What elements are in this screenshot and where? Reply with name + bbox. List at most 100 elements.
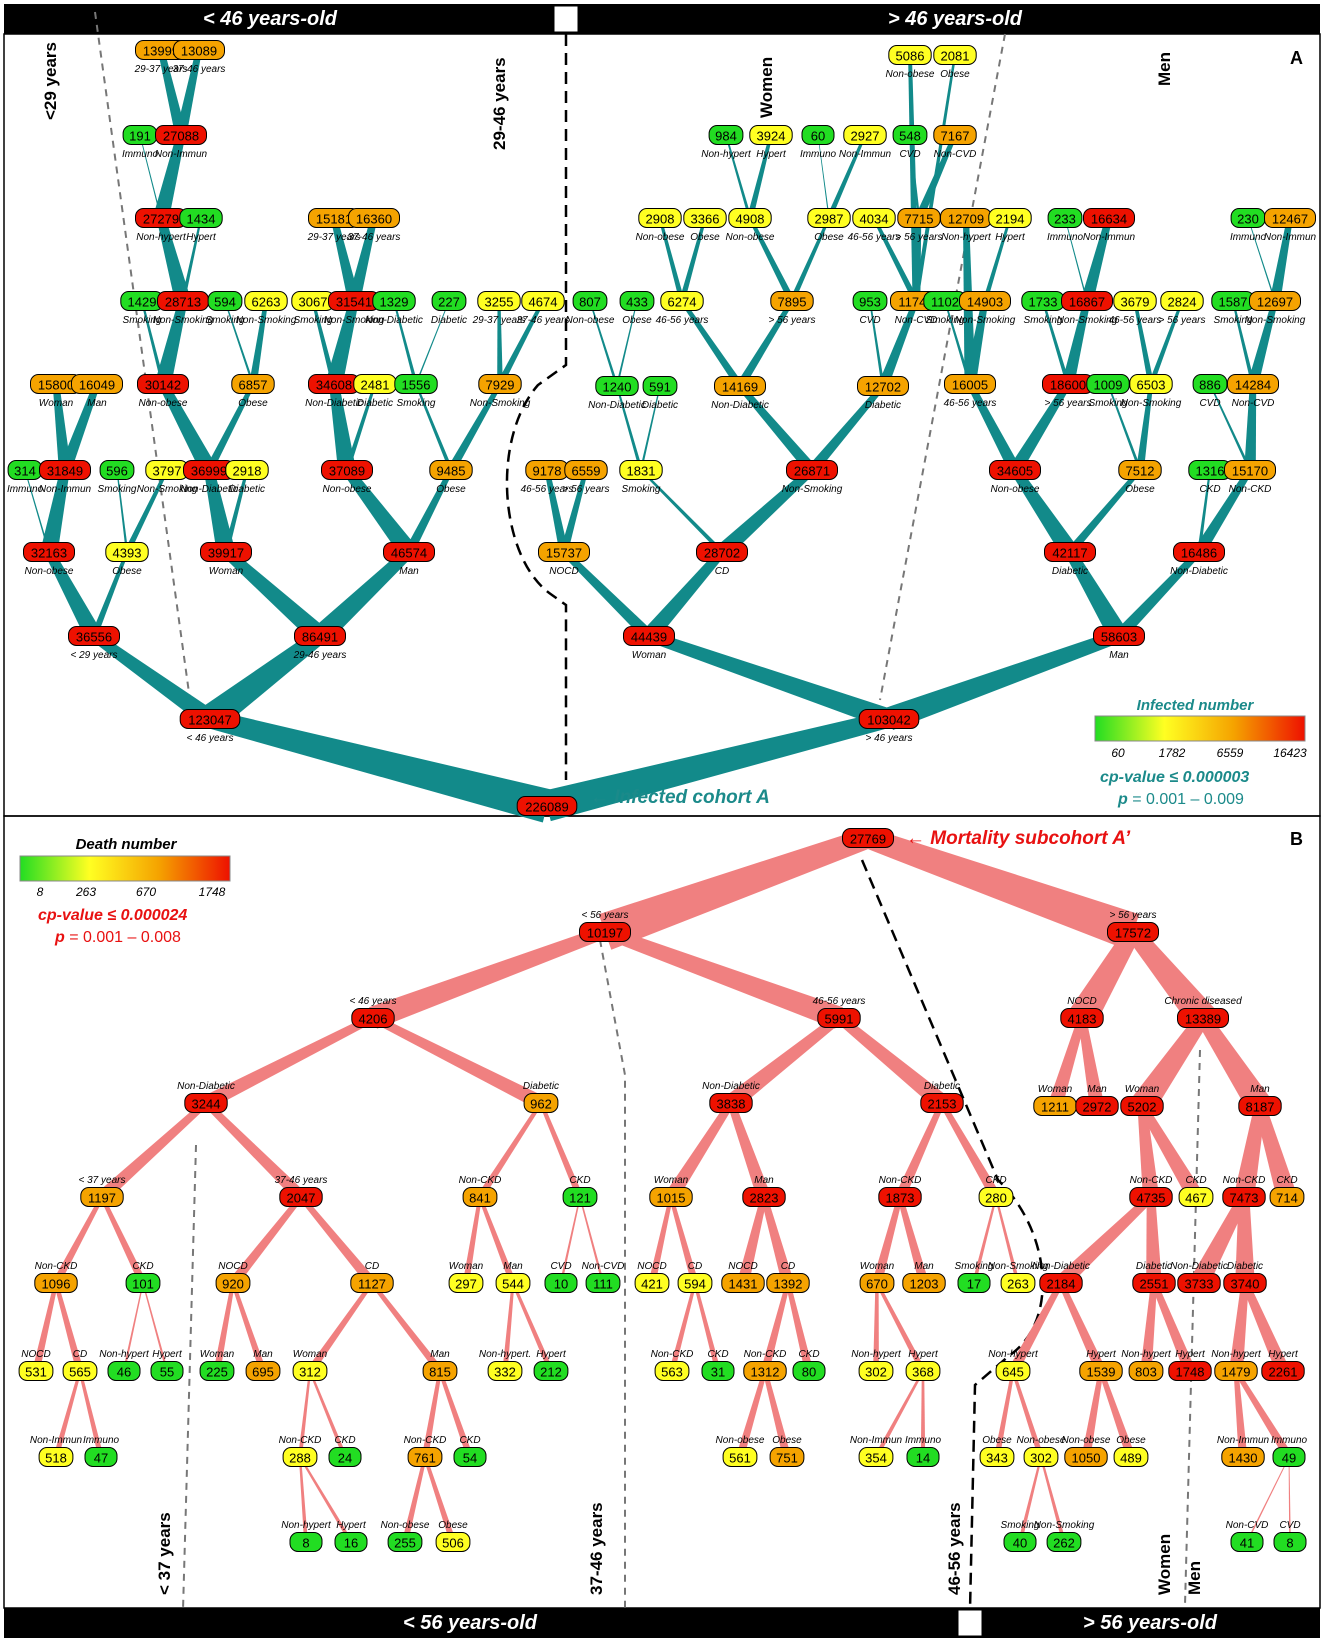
node-label: Smoking: [294, 315, 333, 326]
node-box: [137, 374, 189, 394]
node-value: 548: [899, 129, 921, 144]
node-value: 36999: [191, 464, 227, 479]
separator-37: [182, 1144, 197, 1611]
label-29-46: 29-46 years: [490, 57, 509, 150]
node-label: Man: [1109, 650, 1129, 661]
node-value: 4393: [113, 546, 142, 561]
tree-link: [885, 629, 1122, 730]
node-value: 49: [1282, 1451, 1296, 1466]
node-box: [888, 45, 932, 65]
tree-link: [1058, 1281, 1106, 1374]
tree-link: [1066, 468, 1142, 555]
node-box: [696, 542, 748, 562]
node-value: 594: [684, 1277, 706, 1292]
node-box: [766, 1273, 810, 1293]
node-value: 886: [1199, 378, 1221, 393]
node-box: [1173, 542, 1225, 562]
node-value: 3067: [299, 295, 328, 310]
node-label: Man: [1087, 1084, 1107, 1095]
node-value: 2261: [1269, 1365, 1298, 1380]
node-label: < 56 years: [582, 910, 629, 921]
node-value: 1203: [910, 1277, 939, 1292]
node-label: CD: [715, 566, 729, 577]
node-label: NOCD: [21, 1349, 50, 1360]
tree-link: [306, 1281, 374, 1374]
node-box: [1227, 374, 1279, 394]
legend-death-bar: [19, 855, 231, 882]
tree-link: [1041, 300, 1070, 385]
node-label: Man: [430, 1349, 450, 1360]
node-box: [431, 291, 467, 311]
node-label: Non-obese: [1017, 1435, 1066, 1446]
node-label: > 56 years: [1159, 315, 1206, 326]
node-box: [1120, 1096, 1164, 1116]
node-label: Diabetic: [229, 484, 265, 495]
node-box: [407, 1447, 443, 1467]
node-label: 37-46 years: [275, 1175, 328, 1186]
tree-link: [909, 134, 921, 219]
tree-link: [298, 1195, 376, 1287]
node-value: 3838: [717, 1097, 746, 1112]
node-value: 1733: [1029, 295, 1058, 310]
node-value: 1096: [42, 1277, 71, 1292]
node-value: 16634: [1091, 212, 1127, 227]
node-box: [99, 460, 135, 480]
node-label: Hypert: [152, 1349, 183, 1360]
node-box: [786, 460, 838, 480]
node-label: Smoking: [1001, 1520, 1040, 1531]
tree-link: [1009, 382, 1072, 474]
node-value: 297: [455, 1277, 477, 1292]
node-value: 2047: [287, 1191, 316, 1206]
node-value: 761: [414, 1451, 436, 1466]
tree-link: [539, 1102, 584, 1199]
node-value: 314: [14, 464, 36, 479]
node-value: 58603: [1101, 630, 1137, 645]
legend-death-tick-3: 1748: [199, 885, 226, 899]
cohort-a-title: ← Infected cohort A: [590, 787, 770, 808]
tree-link: [1065, 549, 1128, 641]
node-value: 332: [494, 1365, 516, 1380]
node-box: [155, 125, 207, 145]
node-box: [1000, 1273, 1036, 1293]
node-label: 46-56 years: [848, 232, 901, 243]
node-value: 6263: [252, 295, 281, 310]
node-box: [638, 208, 682, 228]
tree-link: [561, 549, 654, 641]
node-value: 46574: [391, 546, 427, 561]
tree-link: [1197, 469, 1211, 553]
node-label: Immuno: [83, 1435, 120, 1446]
tree-link: [579, 1196, 605, 1284]
node-box: [1177, 1008, 1229, 1028]
node-label: 29-46 years: [293, 650, 347, 661]
node-box: [649, 1187, 693, 1207]
tree-link: [370, 1281, 443, 1374]
tree-link: [205, 383, 255, 472]
node-box: [538, 542, 590, 562]
node-value: 39917: [208, 546, 244, 561]
node-label: Non-Diabetic: [365, 315, 423, 326]
tree-link: [602, 926, 843, 1029]
tree-link: [737, 383, 817, 474]
node-value: 14903: [967, 295, 1003, 310]
tree-link: [1244, 383, 1257, 471]
tree-link: [747, 134, 773, 219]
node-value: 2823: [750, 1191, 779, 1206]
